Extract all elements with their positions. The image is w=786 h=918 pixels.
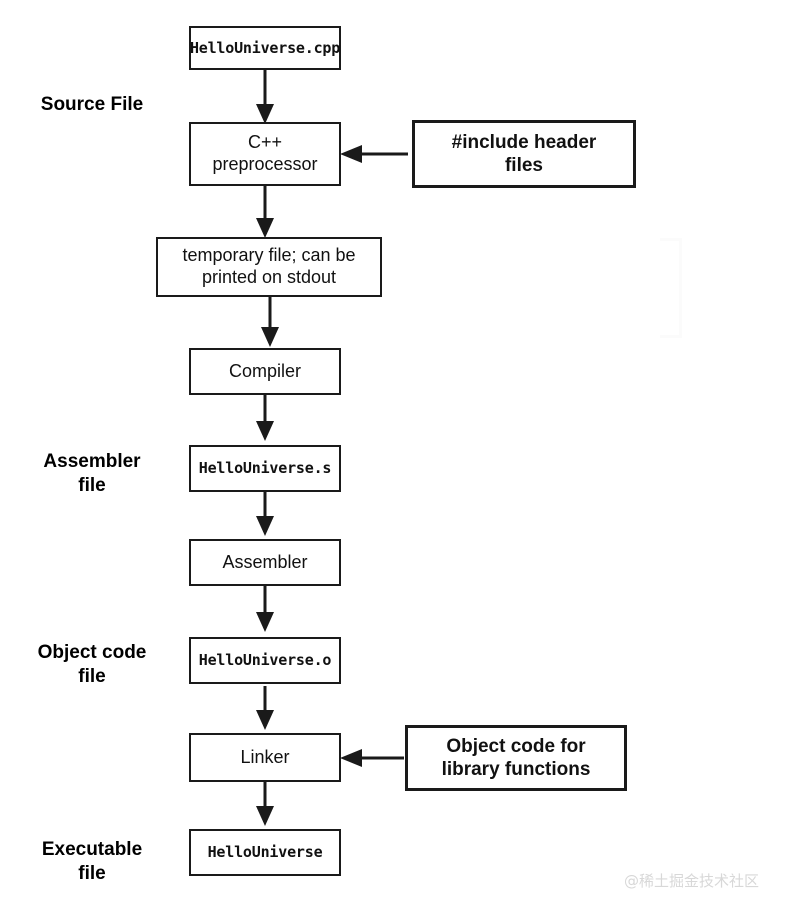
- node-object-file[interactable]: HelloUniverse.o: [189, 637, 341, 684]
- edge-preprocessor-to-tempfile: [256, 186, 274, 238]
- node-linker[interactable]: Linker: [189, 733, 341, 782]
- node-library-object-code[interactable]: Object code for library functions: [405, 725, 627, 791]
- node-assembler[interactable]: Assembler: [189, 539, 341, 586]
- node-linker-label: Linker: [240, 746, 290, 767]
- edge-asmfile-to-assembler: [256, 492, 274, 536]
- edge-tempfile-to-compiler: [261, 297, 279, 347]
- edge-compiler-to-asmfile: [256, 395, 274, 441]
- node-cpp-preprocessor-label: C++ preprocessor: [212, 132, 318, 174]
- node-executable[interactable]: HelloUniverse: [189, 829, 341, 876]
- edge-includes-to-preprocessor: [340, 145, 408, 163]
- caption-source-file: Source File: [40, 94, 144, 115]
- node-library-object-code-label: Object code for library functions: [441, 735, 591, 780]
- node-include-header-files-label: #include header files: [451, 131, 597, 176]
- caption-executable-file: Executable file: [41, 839, 143, 884]
- edge-objfile-to-linker: [256, 686, 274, 730]
- node-include-header-files[interactable]: #include header files: [412, 120, 636, 188]
- edge-libcode-to-linker: [340, 749, 404, 767]
- node-assembler-file[interactable]: HelloUniverse.s: [189, 445, 341, 492]
- edge-assembler-to-objfile: [256, 586, 274, 632]
- node-assembler-file-label: HelloUniverse.s: [198, 459, 332, 478]
- node-object-file-label: HelloUniverse.o: [198, 651, 332, 670]
- node-assembler-label: Assembler: [222, 551, 308, 572]
- caption-object-code-file: Object code file: [37, 642, 147, 687]
- faint-bracket-watermark: [660, 238, 682, 338]
- site-watermark: @稀土掘金技术社区: [624, 872, 760, 890]
- caption-assembler-file: Assembler file: [43, 451, 141, 496]
- edge-linker-to-executable: [256, 782, 274, 826]
- node-compiler[interactable]: Compiler: [189, 348, 341, 395]
- node-executable-label: HelloUniverse: [207, 843, 323, 862]
- node-compiler-label: Compiler: [228, 360, 302, 381]
- node-source-file[interactable]: HelloUniverse.cpp: [189, 26, 341, 70]
- node-source-file-label: HelloUniverse.cpp: [189, 38, 341, 57]
- edge-source-to-preprocessor: [256, 68, 274, 124]
- node-cpp-preprocessor[interactable]: C++ preprocessor: [189, 122, 341, 186]
- node-temporary-file[interactable]: temporary file; can be printed on stdout: [156, 237, 382, 297]
- node-temporary-file-label: temporary file; can be printed on stdout: [182, 245, 356, 287]
